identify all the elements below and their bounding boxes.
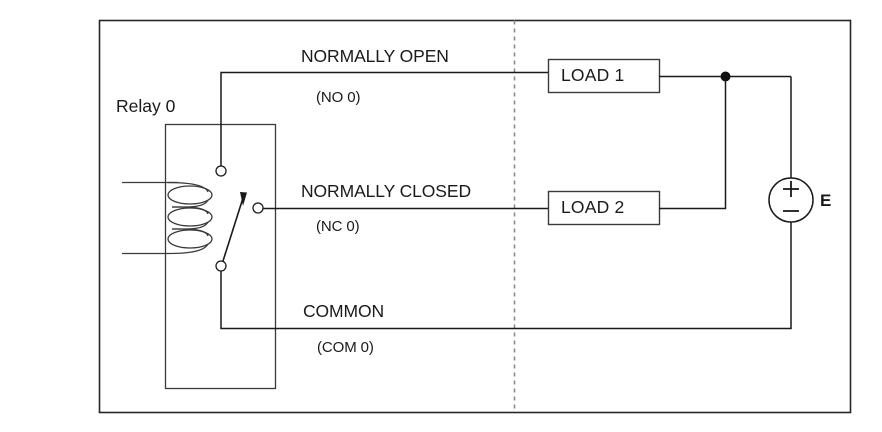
contact-sublabel-no: (NO 0) <box>316 89 361 106</box>
contact-terminal-com-pivot <box>215 260 227 272</box>
contact-label-normally-open: NORMALLY OPEN <box>301 46 449 66</box>
wire-junction-dot <box>720 71 731 82</box>
voltage-source-label: E <box>820 191 832 210</box>
wire-common <box>220 222 792 330</box>
load2-box <box>547 190 661 226</box>
load2-label: LOAD 2 <box>561 197 625 217</box>
relay-armature <box>222 192 247 262</box>
contact-terminal-no <box>215 165 227 177</box>
contact-label-common: COMMON <box>303 301 385 321</box>
relay-label: Relay 0 <box>116 96 176 116</box>
wire-load2-to-junction <box>659 76 727 210</box>
load1-box <box>547 58 661 94</box>
diagram-outer-border <box>98 19 852 414</box>
load1-label: LOAD 1 <box>561 65 625 85</box>
contact-sublabel-com: (COM 0) <box>317 339 374 356</box>
wire-normally-open <box>220 71 548 166</box>
voltage-source-symbol <box>768 177 814 223</box>
contact-label-normally-closed: NORMALLY CLOSED <box>301 181 471 201</box>
source-plus-icon <box>783 181 799 197</box>
contact-sublabel-nc: (NC 0) <box>316 218 360 235</box>
relay-coil <box>122 181 213 255</box>
contact-terminal-nc <box>252 202 264 214</box>
